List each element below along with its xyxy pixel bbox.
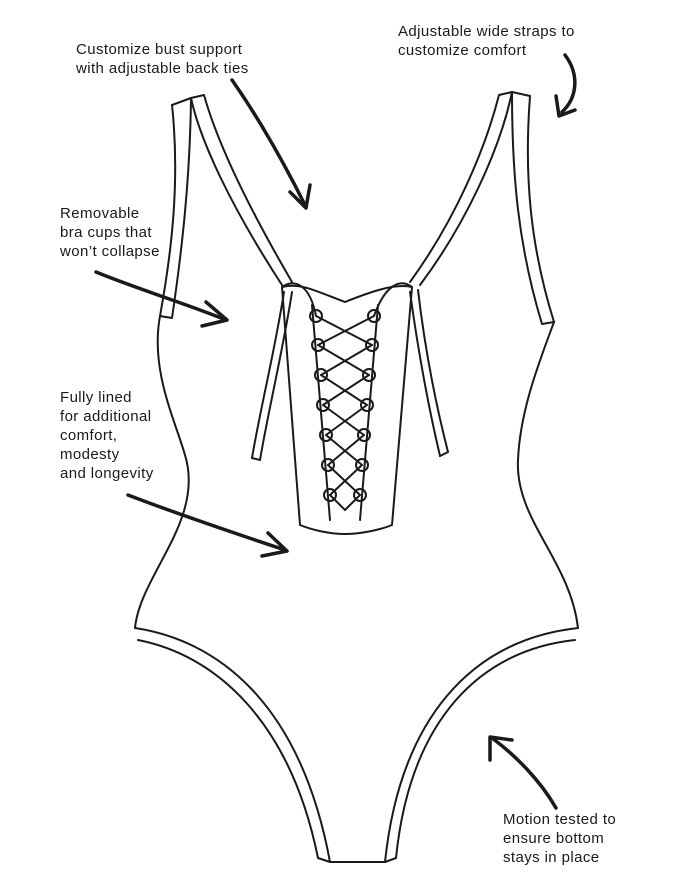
arrow-lining: [126, 493, 289, 558]
arrow-bottom: [488, 735, 558, 810]
leg-openings: [134, 627, 579, 863]
left-strap: [159, 94, 293, 319]
callout-straps: Adjustable wide straps to customize comf…: [398, 23, 575, 59]
callout-lining: Fully lined for additional comfort, mode…: [60, 389, 154, 482]
right-strap: [409, 91, 555, 325]
callout-bottom: Motion tested to ensure bottom stays in …: [503, 811, 617, 866]
callout-bra-cups: Removable bra cups that won’t collapse: [60, 205, 160, 260]
hanging-ties: [251, 289, 449, 461]
swimsuit-body-outline: [134, 315, 579, 629]
lace-up-panel: [281, 282, 413, 535]
callout-bust-support: Customize bust support with adjustable b…: [76, 41, 249, 77]
arrow-straps: [554, 53, 577, 118]
arrow-bust-support: [230, 78, 312, 210]
arrow-bra-cups: [94, 270, 229, 328]
